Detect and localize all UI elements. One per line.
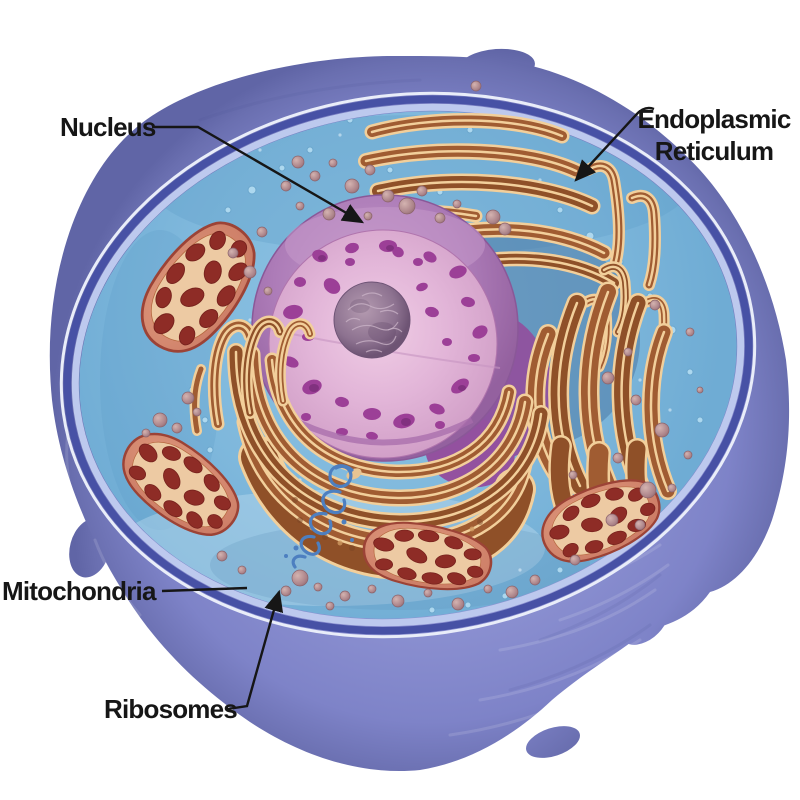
membrane-dark-ring (63, 95, 753, 635)
membrane-bump (526, 726, 580, 758)
ribosomes-leader-line (227, 589, 284, 711)
mitochondria-label: Mitochondria (2, 576, 157, 606)
nucleus-leader-line (152, 125, 365, 224)
nucleolus (333, 281, 411, 359)
membrane-outer-highlight (59, 91, 757, 639)
er-label-line1: Endoplasmic (637, 104, 790, 134)
nucleus-bottom-fold (288, 415, 474, 446)
er-label-line2: Reticulum (655, 136, 773, 166)
polysome-squiggle (284, 464, 362, 569)
membrane-inner-ring (71, 103, 745, 627)
outer-membrane-texture (65, 78, 670, 737)
mitochondria-leader-line (161, 586, 248, 593)
annotations: Nucleus Endoplasmic Reticulum Mitochondr… (2, 104, 792, 724)
chromatin-spots (281, 240, 488, 441)
ribosome-dots (141, 80, 704, 611)
er-leader-line (574, 106, 655, 182)
nucleus-label: Nucleus (60, 112, 156, 142)
ribosomes-label: Ribosomes (104, 694, 237, 724)
